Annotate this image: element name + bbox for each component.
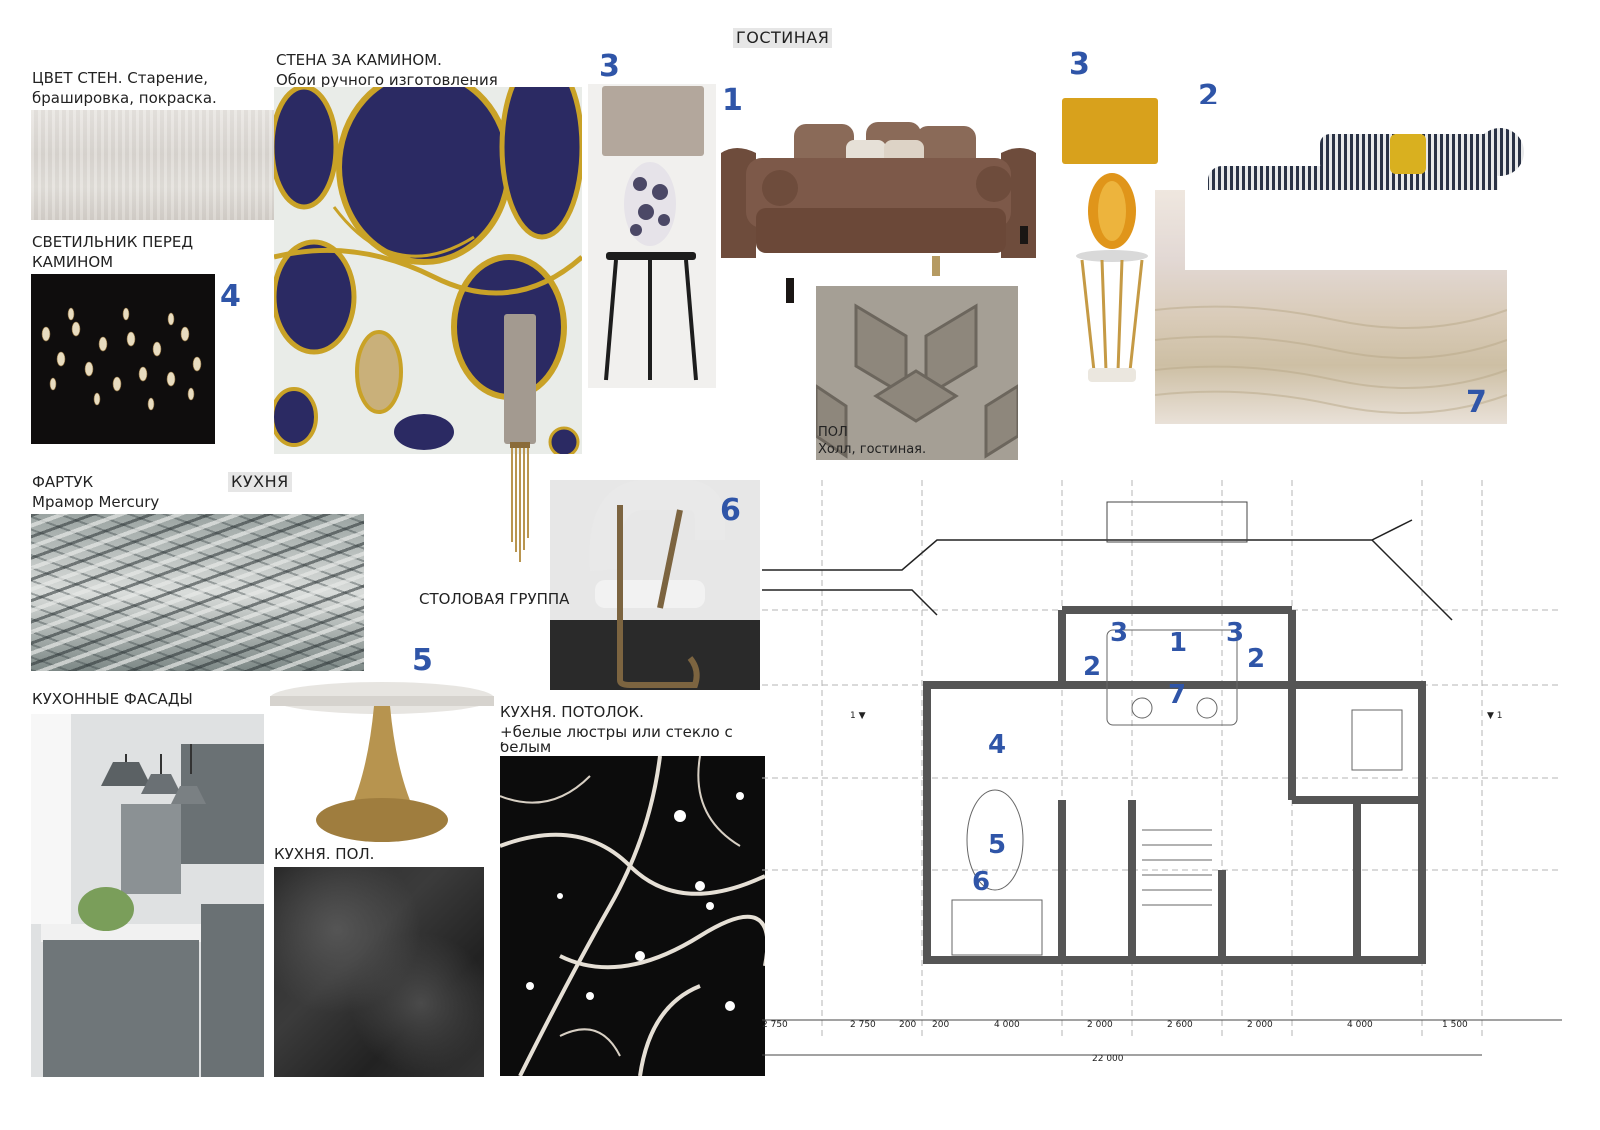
dining-table-image [270,680,495,850]
marker-sofa: 1 [722,83,743,118]
plan-section-mark-right: ▼ 1 [1487,711,1503,721]
ceiling-branches [500,756,765,1076]
plan-dim-8: 2 000 [1247,1020,1273,1030]
plan-section-mark-left: 1 ▼ [850,711,866,721]
plan-dim-10: 1 500 [1442,1020,1468,1030]
parquet-pattern [816,286,1018,460]
wall-sconce-image [502,312,538,566]
fireplace-wall-label-line2: Обои ручного изготовления [276,71,498,89]
living-room-title: ГОСТИНАЯ [733,28,833,48]
plan-marker-chandelier: 4 [988,730,1007,760]
kitchen-floor-label: КУХНЯ. ПОЛ. [274,845,375,863]
wall-color-label-line2: брашировка, покраска. [32,89,217,107]
sofa-image [716,118,1042,308]
floor-parquet-image [816,286,1018,460]
floor-label: ПОЛ Холл, гостиная. [818,424,926,458]
dining-chair-image [550,480,760,690]
fireplace-light-label-line1: СВЕТИЛЬНИК ПЕРЕД [32,233,194,251]
plan-marker-chair: 6 [972,867,991,897]
plan-dim-3: 200 [899,1020,917,1030]
chandelier-image [31,274,215,444]
marker-table: 5 [412,643,433,678]
plan-marker-rug: 7 [1168,680,1187,710]
apron-marble-image [31,514,364,671]
rug-cutout [1185,190,1507,270]
marker-chandelier: 4 [220,279,241,314]
marker-chair: 6 [720,493,741,528]
rug-image [1155,190,1507,424]
kitchen-ceiling-label: КУХНЯ. ПОТОЛОК. +белые люстры или стекло… [500,702,733,752]
wall-color-label: ЦВЕТ СТЕН. Старение, брашировка, покраск… [32,68,217,108]
plan-dim-2: 2 750 [850,1020,876,1030]
apron-label-line2: Мрамор Mercury [32,493,160,511]
table-lamp-left-image [588,84,716,388]
kitchen-floor-image [274,867,484,1077]
marker-lamp-right: 3 [1069,47,1090,82]
plan-marker-sofa: 1 [1169,628,1188,658]
wall-sconce-drawing [504,314,536,562]
plan-dim-1: 2 750 [762,1020,788,1030]
dining-chair-drawing [550,480,760,690]
rug-pattern [1155,305,1507,414]
kitchen-facades-label: КУХОННЫЕ ФАСАДЫ [32,690,193,708]
fireplace-wall-label: СТЕНА ЗА КАМИНОМ. Обои ручного изготовле… [276,50,498,90]
floor-label-line2: Холл, гостиная. [818,442,927,457]
table-lamp-right-image [1060,96,1160,386]
plan-section-mark-right-label: 1 [1496,711,1503,721]
dining-table-drawing [270,682,494,842]
kitchen-title: КУХНЯ [228,472,292,492]
floor-plan-drawing [762,480,1562,1056]
kitchen-ceiling-image [500,756,765,1076]
marker-lamp-left: 3 [599,49,620,84]
fireplace-wall-label-line1: СТЕНА ЗА КАМИНОМ. [276,51,442,69]
plan-dim-7: 2 600 [1167,1020,1193,1030]
plan-marker-lamp-right: 3 [1226,618,1245,648]
kitchen-drawing [31,714,264,1077]
plan-marker-lamp-left: 3 [1110,618,1129,648]
table-lamp-left-drawing [602,86,704,381]
fireplace-light-label: СВЕТИЛЬНИК ПЕРЕД КАМИНОМ [32,232,193,272]
kitchen-ceiling-label-line1: КУХНЯ. ПОТОЛОК. [500,703,644,721]
fireplace-light-label-line2: КАМИНОМ [32,253,114,271]
plan-section-mark-left-label: 1 [850,711,856,721]
wall-color-label-line1: ЦВЕТ СТЕН. Старение, [32,69,208,87]
dining-group-label: СТОЛОВАЯ ГРУППА [419,590,570,608]
plan-marker-chaise-left: 2 [1083,652,1102,682]
plan-dim-4: 200 [932,1020,950,1030]
chandelier-crystals [41,307,202,411]
sofa-drawing [721,122,1036,303]
plan-marker-chaise-right: 2 [1247,644,1266,674]
plan-dim-9: 4 000 [1347,1020,1373,1030]
plan-dim-total: 22 000 [1092,1054,1124,1064]
apron-label-line1: ФАРТУК [32,473,94,491]
apron-label: ФАРТУК Мрамор Mercury [32,472,159,512]
floor-plan: 3 1 3 2 2 7 4 5 6 1 ▼ ▼ 1 2 750 2 750 20… [762,480,1562,1080]
floor-label-line1: ПОЛ [818,425,848,440]
kitchen-ceiling-label-line3: белым [500,742,552,752]
marker-rug: 7 [1466,385,1487,420]
plan-dim-6: 2 000 [1087,1020,1113,1030]
kitchen-ceiling-label-line2: +белые люстры или стекло с [500,723,733,741]
kitchen-facades-image [31,714,264,1077]
plan-marker-table: 5 [988,830,1007,860]
table-lamp-right-drawing [1062,98,1158,382]
plan-dim-5: 4 000 [994,1020,1020,1030]
